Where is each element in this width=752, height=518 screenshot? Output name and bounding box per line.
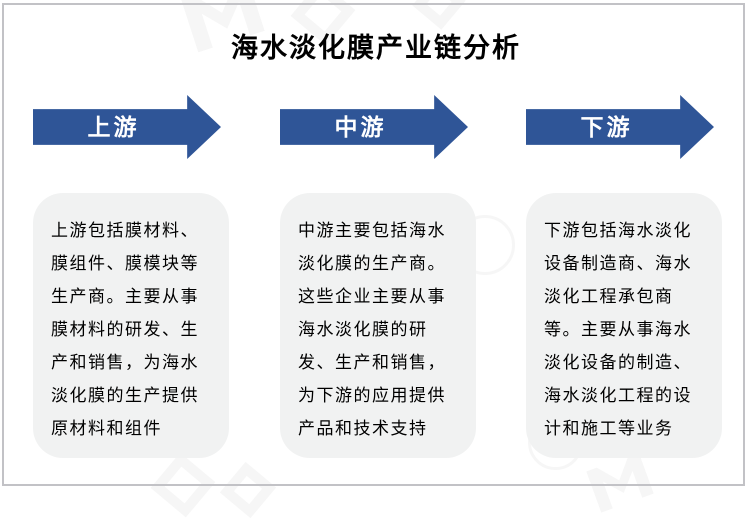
watermark-mark-bottom-left [150, 452, 216, 518]
midstream-arrow: 中游 [280, 95, 468, 159]
page-title: 海水淡化膜产业链分析 [231, 33, 521, 63]
upstream-arrow: 上游 [33, 95, 221, 159]
upstream-arrow-label: 上游 [87, 114, 140, 140]
midstream-description-box: 中游主要包括海水 淡化膜的生产商。 这些企业主要从事 海水淡化膜的研 发、生产和… [280, 193, 476, 458]
upstream-description: 上游包括膜材料、 膜组件、膜模块等 生产商。主要从事 膜材料的研发、生 产和销售… [51, 221, 199, 438]
upstream-description-box: 上游包括膜材料、 膜组件、膜模块等 生产商。主要从事 膜材料的研发、生 产和销售… [33, 193, 229, 458]
downstream-description-box: 下游包括海水淡化 设备制造商、海水 淡化工程承包商 等。主要从事海水 淡化设备的… [526, 193, 722, 458]
midstream-description: 中游主要包括海水 淡化膜的生产商。 这些企业主要从事 海水淡化膜的研 发、生产和… [298, 221, 446, 438]
midstream-arrow-label: 中游 [334, 114, 387, 140]
downstream-arrow: 下游 [526, 95, 714, 159]
downstream-description: 下游包括海水淡化 设备制造商、海水 淡化工程承包商 等。主要从事海水 淡化设备的… [544, 221, 692, 438]
watermark-logo-bottom-right [586, 452, 654, 512]
downstream-arrow-label: 下游 [580, 114, 633, 140]
watermark-mark-bottom-center [219, 461, 277, 518]
